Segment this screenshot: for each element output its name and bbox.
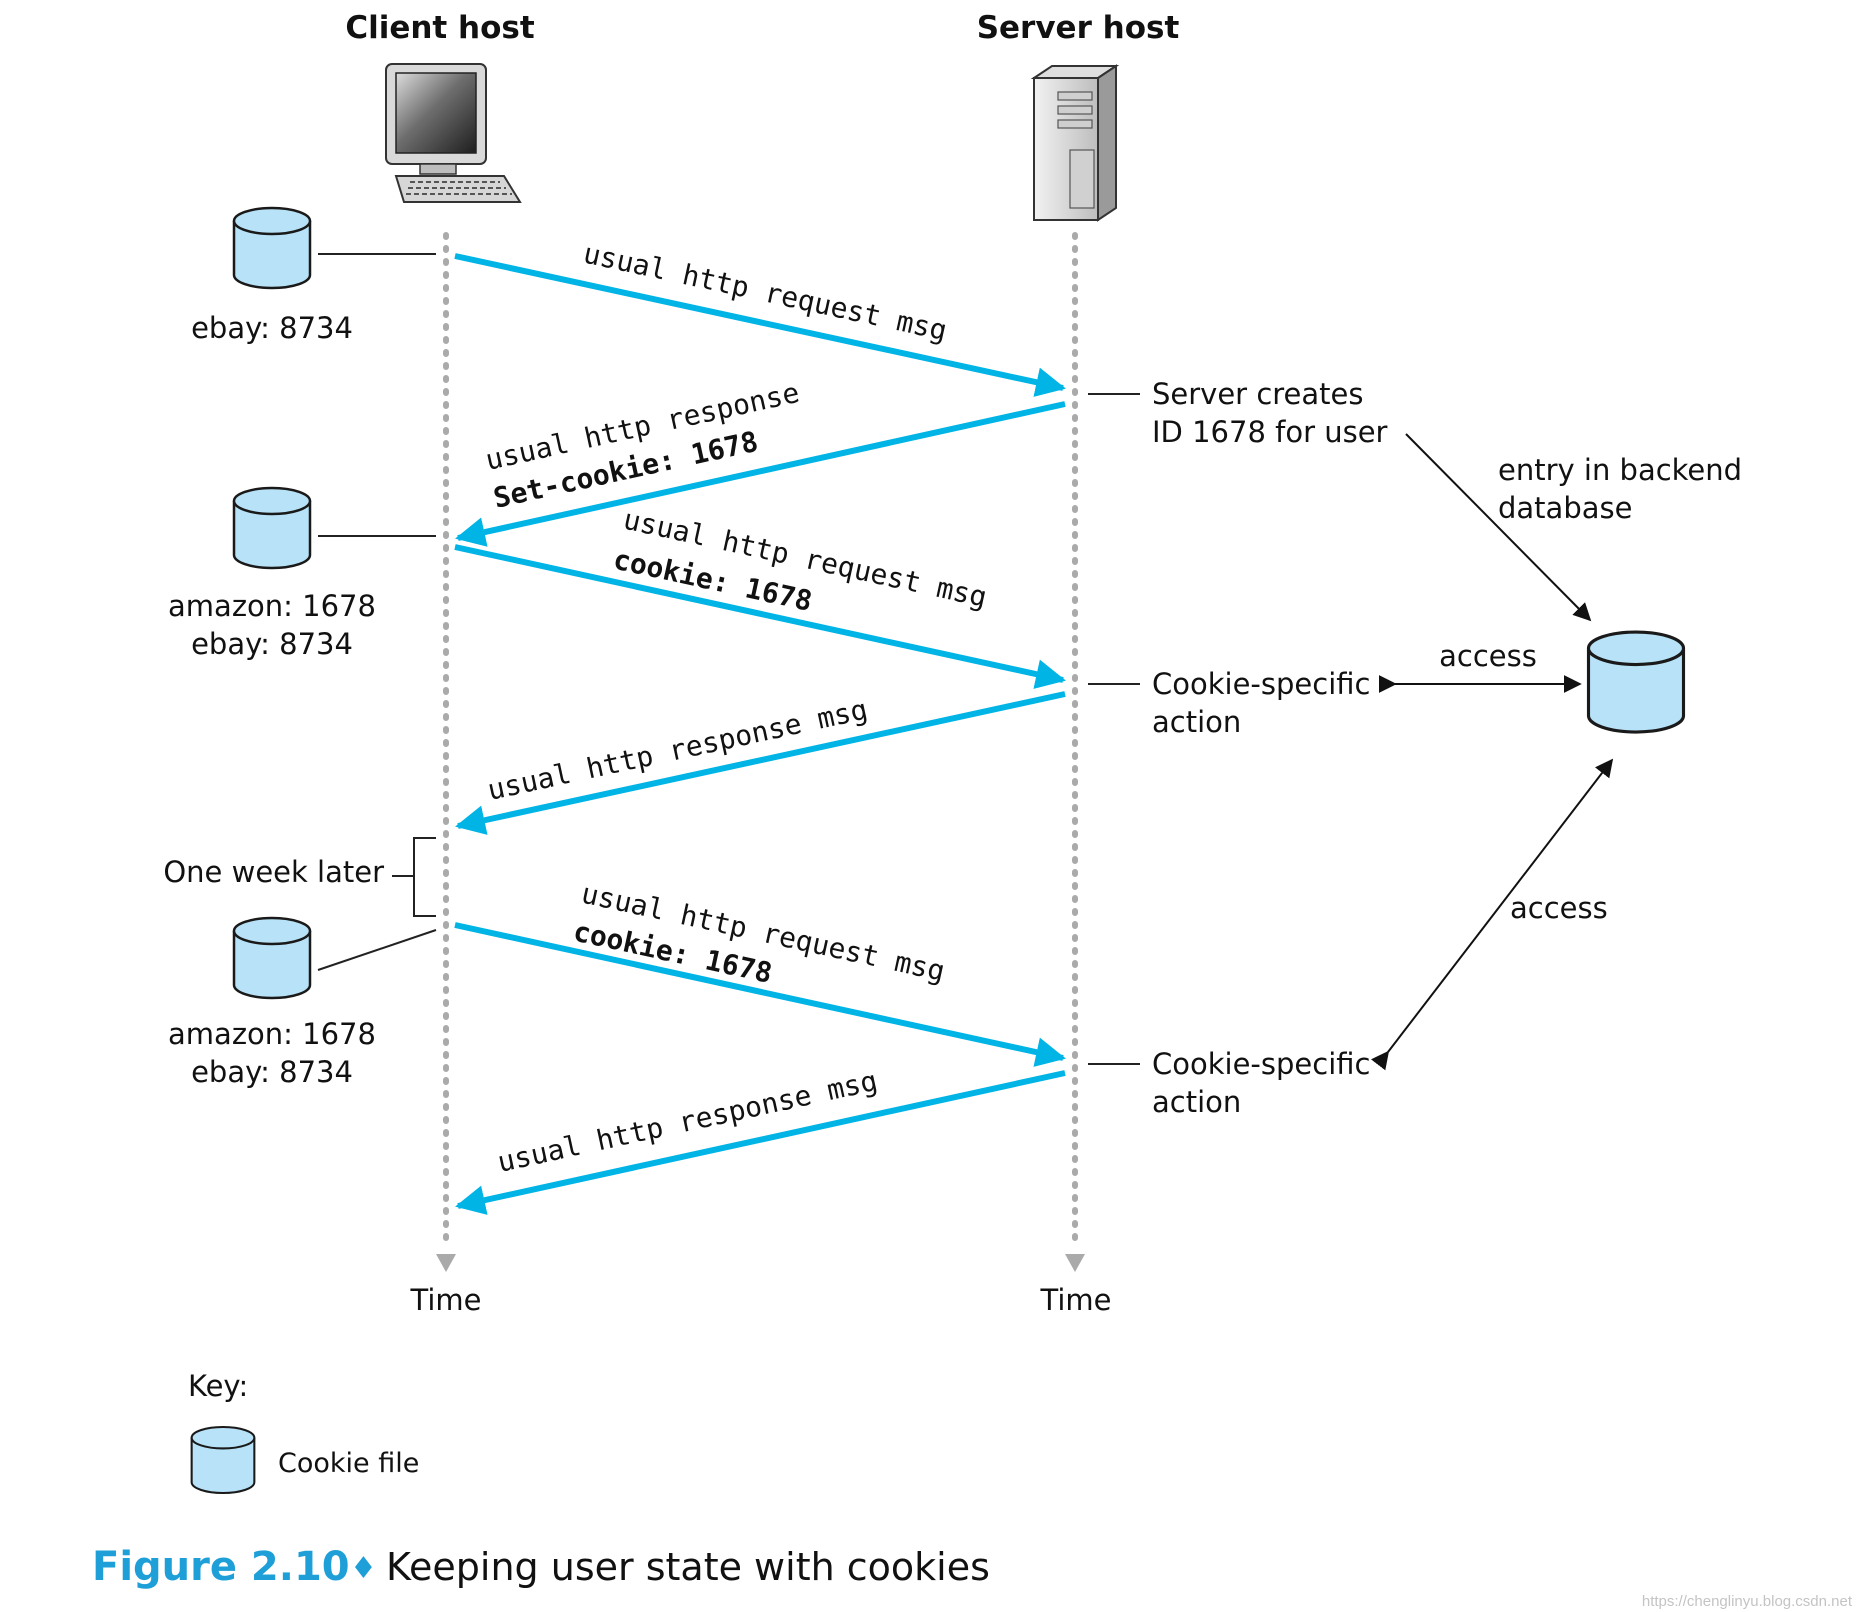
key-cookie-file-icon bbox=[190, 1425, 256, 1495]
response-arrow-2 bbox=[455, 691, 1066, 835]
server-creates-line2: ID 1678 for user bbox=[1152, 415, 1388, 449]
cookie-file-connector-3 bbox=[317, 929, 437, 971]
key-title: Key: bbox=[188, 1369, 248, 1403]
access-label-2: access bbox=[1510, 891, 1608, 925]
create-to-database-arrow bbox=[1405, 433, 1592, 622]
cookie-action-1-line1: Cookie-specific bbox=[1152, 667, 1370, 701]
client-computer-icon bbox=[385, 63, 522, 203]
request-arrow-1 bbox=[454, 253, 1066, 397]
backend-database-icon bbox=[1586, 630, 1686, 734]
one-week-later-label: One week later bbox=[163, 855, 384, 889]
response-arrow-3 bbox=[455, 1070, 1066, 1215]
cookie-file-3-entry-amazon: amazon: 1678 bbox=[168, 1017, 376, 1051]
cookie-file-1-entry: ebay: 8734 bbox=[191, 311, 353, 345]
cookie-action-2-line2: action bbox=[1152, 1085, 1241, 1119]
access-label-1: access bbox=[1439, 639, 1537, 673]
request-arrow-2 bbox=[454, 544, 1066, 689]
cookie-action-1-line2: action bbox=[1152, 705, 1241, 739]
key-cookie-file-label: Cookie file bbox=[278, 1448, 419, 1479]
server-creates-line1: Server creates bbox=[1152, 377, 1363, 411]
caption-separator: ♦ bbox=[350, 1551, 377, 1586]
cookie-file-2-entry-ebay: ebay: 8734 bbox=[191, 627, 353, 661]
response-msg-label-3: usual http response msg bbox=[494, 1064, 880, 1179]
cookie-file-icon-3 bbox=[232, 916, 312, 1000]
cookie-file-icon-1 bbox=[232, 206, 312, 290]
server-host-label: Server host bbox=[977, 10, 1180, 46]
backend-entry-line1: entry in backend bbox=[1498, 453, 1742, 487]
cookie-file-3-entry-ebay: ebay: 8734 bbox=[191, 1055, 353, 1089]
server-time-label: Time bbox=[1040, 1283, 1112, 1317]
server-time-arrowhead bbox=[1065, 1254, 1085, 1272]
figure-caption-text: Keeping user state with cookies bbox=[386, 1545, 990, 1589]
server-tower-icon bbox=[1030, 64, 1120, 222]
watermark: https://chenglinyu.blog.csdn.net bbox=[1642, 1593, 1853, 1610]
client-time-arrowhead bbox=[436, 1254, 456, 1272]
client-host-label: Client host bbox=[345, 10, 535, 46]
request-arrow-3 bbox=[454, 922, 1066, 1067]
cookie-action-2-line1: Cookie-specific bbox=[1152, 1047, 1370, 1081]
backend-entry-line2: database bbox=[1498, 491, 1632, 525]
response-arrow-1 bbox=[455, 401, 1066, 547]
one-week-bracket bbox=[413, 837, 436, 917]
client-time-label: Time bbox=[410, 1283, 482, 1317]
cookie-file-2-entry-amazon: amazon: 1678 bbox=[168, 589, 376, 623]
request-msg-label-1: usual http request msg bbox=[581, 237, 950, 348]
cookie-file-icon-2 bbox=[232, 486, 312, 570]
figure-number: Figure 2.10 bbox=[92, 1544, 350, 1590]
access-arrow-2 bbox=[1370, 758, 1614, 1071]
